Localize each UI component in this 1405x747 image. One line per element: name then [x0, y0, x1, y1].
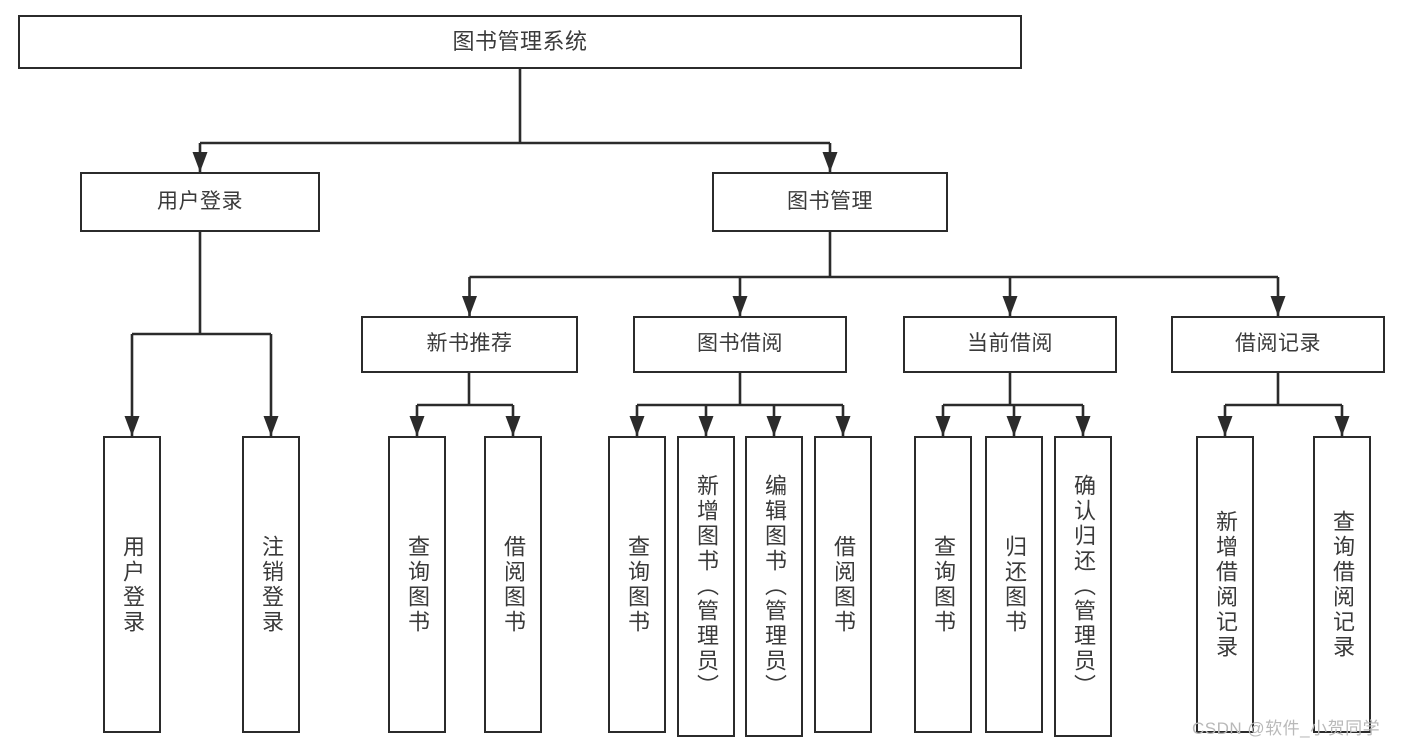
arrow-head-icon — [629, 416, 645, 436]
arrow-head-icon — [698, 416, 714, 436]
node-login[interactable]: 用户登录 — [80, 172, 320, 232]
node-leaf-borrow-add[interactable]: 新增图书（管理员） — [677, 436, 735, 737]
node-leaf-borrow-query[interactable]: 查询图书 — [608, 436, 666, 733]
arrow-head-icon — [1334, 416, 1350, 436]
arrow-head-icon — [263, 416, 279, 436]
node-leaf-current-confirm[interactable]: 确认归还（管理员） — [1054, 436, 1112, 737]
node-root[interactable]: 图书管理系统 — [18, 15, 1022, 69]
node-leaf-record-query[interactable]: 查询借阅记录 — [1313, 436, 1371, 733]
node-label: 查询借阅记录 — [1330, 509, 1355, 660]
node-leaf-current-query[interactable]: 查询图书 — [914, 436, 972, 733]
node-label: 注销登录 — [259, 534, 284, 635]
node-leaf-borrow-edit[interactable]: 编辑图书（管理员） — [745, 436, 803, 737]
node-label: 新书推荐 — [426, 332, 513, 356]
node-leaf-record-add[interactable]: 新增借阅记录 — [1196, 436, 1254, 733]
node-records[interactable]: 借阅记录 — [1171, 316, 1385, 373]
node-leaf-current-return[interactable]: 归还图书 — [985, 436, 1043, 733]
node-label: 确认归还（管理员） — [1071, 474, 1096, 699]
arrow-head-icon — [1075, 416, 1091, 436]
arrow-head-icon — [822, 152, 838, 172]
node-label: 查询图书 — [405, 534, 430, 635]
node-leaf-new-borrow[interactable]: 借阅图书 — [484, 436, 542, 733]
node-current[interactable]: 当前借阅 — [903, 316, 1117, 373]
node-label: 图书管理 — [787, 189, 873, 213]
node-label: 借阅图书 — [501, 534, 526, 635]
node-bookmgmt[interactable]: 图书管理 — [712, 172, 948, 232]
node-leaf-borrow-lend[interactable]: 借阅图书 — [814, 436, 872, 733]
node-label: 新增图书（管理员） — [694, 474, 719, 699]
node-label: 查询图书 — [625, 534, 650, 635]
arrow-head-icon — [1270, 296, 1286, 316]
arrow-head-icon — [835, 416, 851, 436]
arrow-head-icon — [1217, 416, 1233, 436]
arrow-head-icon — [409, 416, 425, 436]
arrow-head-icon — [462, 296, 477, 316]
node-label: 新增借阅记录 — [1213, 509, 1238, 660]
arrow-head-icon — [732, 296, 748, 316]
node-label: 借阅记录 — [1235, 332, 1321, 356]
arrow-head-icon — [1002, 296, 1018, 316]
node-label: 查询图书 — [931, 534, 956, 635]
node-borrow[interactable]: 图书借阅 — [633, 316, 847, 373]
node-label: 编辑图书（管理员） — [762, 474, 787, 699]
node-label: 当前借阅 — [967, 332, 1053, 356]
node-label: 图书借阅 — [697, 332, 783, 356]
node-leaf-new-query[interactable]: 查询图书 — [388, 436, 446, 733]
node-label: 用户登录 — [120, 534, 145, 635]
node-label: 用户登录 — [157, 189, 243, 213]
node-label: 图书管理系统 — [452, 29, 588, 55]
arrow-head-icon — [505, 416, 521, 436]
arrow-head-icon — [1006, 416, 1022, 436]
node-newbook[interactable]: 新书推荐 — [361, 316, 578, 373]
arrow-head-icon — [766, 416, 782, 436]
arrow-head-icon — [192, 152, 208, 172]
arrow-head-icon — [935, 416, 951, 436]
node-leaf-user-logout[interactable]: 注销登录 — [242, 436, 300, 733]
node-label: 借阅图书 — [831, 534, 856, 635]
node-leaf-user-login[interactable]: 用户登录 — [103, 436, 161, 733]
node-label: 归还图书 — [1002, 534, 1027, 635]
arrow-head-icon — [124, 416, 140, 436]
